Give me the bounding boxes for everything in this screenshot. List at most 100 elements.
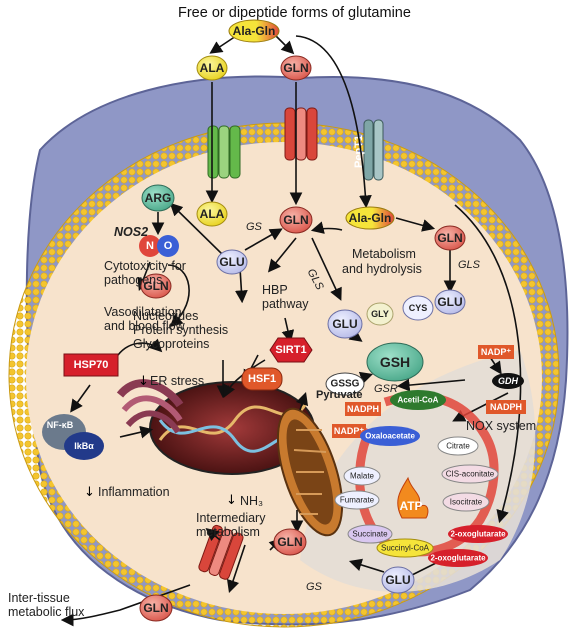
nucleotides-line-2: Protein synthesis <box>133 323 228 337</box>
svg-text:IkBα: IkBα <box>74 441 94 451</box>
tca-isocitrate: Isocitrate <box>442 492 490 512</box>
gly-node: GLY <box>366 302 394 326</box>
sirt1-node: SIRT1 <box>269 337 313 363</box>
svg-text:Isocitrate: Isocitrate <box>450 498 483 507</box>
cys-node: CYS <box>402 295 434 321</box>
svg-text:GLN: GLN <box>143 279 168 293</box>
tca-cycle: Acetil-CoA Oxaloacetate Citrate Malate C… <box>334 390 508 567</box>
svg-text:GLN: GLN <box>143 601 168 615</box>
svg-text:GLY: GLY <box>371 309 389 319</box>
svg-text:CIS-aconitate: CIS-aconitate <box>446 470 495 479</box>
nos2-label: NOS2 <box>114 225 148 239</box>
cytotoxicity-label: Cytotoxicity for pathogens <box>104 259 189 287</box>
glu-gsh-node: GLU <box>327 309 363 339</box>
svg-text:ALA: ALA <box>200 61 225 75</box>
svg-text:Succinate: Succinate <box>352 530 388 539</box>
metabolism-label: Metabolism and hydrolysis <box>342 247 422 276</box>
gsr-label: GSR <box>374 383 398 395</box>
nh3-down-arrow: ↓ <box>226 493 237 508</box>
svg-text:GSSG: GSSG <box>331 379 360 390</box>
intermediary-line-1: Intermediary <box>196 511 266 525</box>
tca-2-oxoglutarate-1: 2-oxoglutarate <box>448 525 508 543</box>
er-stress-down-arrow: ↓ <box>138 374 149 389</box>
gs-bottom-label: GS <box>306 581 323 593</box>
svg-text:NADP⁺: NADP⁺ <box>481 347 512 357</box>
inter-tissue-line-1: Inter-tissue <box>8 591 70 605</box>
hbp-line-2: pathway <box>262 297 309 311</box>
tca-malate: Malate <box>343 466 381 486</box>
gssg-node: GSSG <box>325 372 365 396</box>
svg-text:NADPH: NADPH <box>347 404 379 414</box>
tca-succinate: Succinate <box>347 524 393 544</box>
ala-top-node: ALA <box>196 55 228 81</box>
hbp-label: HBP pathway <box>262 283 309 311</box>
ala-inner-node: ALA <box>196 201 228 227</box>
hsf1-node: HSF1 <box>241 367 283 391</box>
gln-center-node: GLN <box>279 206 313 234</box>
inter-tissue-label: Inter-tissue metabolic flux <box>8 591 85 619</box>
mitochondrion <box>276 407 344 537</box>
svg-text:SIRT1: SIRT1 <box>275 344 306 356</box>
ala-gln-top-node: Ala-Gln <box>228 19 280 43</box>
tca-citrate: Citrate <box>437 436 479 456</box>
glu-right-node: GLU <box>434 289 466 315</box>
glu-bottom-node: GLU <box>381 566 415 594</box>
cytotoxicity-line-2: pathogens <box>104 273 162 287</box>
svg-text:HSF1: HSF1 <box>248 373 276 385</box>
svg-text:ATP: ATP <box>399 499 422 513</box>
nox-label: NOX system <box>466 419 536 433</box>
gdh-node: GDH <box>492 373 524 389</box>
svg-text:NADP⁺: NADP⁺ <box>334 426 365 436</box>
atp-flame-icon: ATP <box>397 476 429 519</box>
svg-text:GLN: GLN <box>437 231 462 245</box>
svg-text:ARG: ARG <box>145 191 172 205</box>
svg-text:GLN: GLN <box>283 61 308 75</box>
nadph-right-node: NADPH <box>486 400 526 414</box>
gln-outside-node: GLN <box>139 594 173 622</box>
hbp-line-1: HBP <box>262 283 287 297</box>
svg-text:Citrate: Citrate <box>446 442 470 451</box>
er-stress-label: ER stress <box>150 374 204 388</box>
gln-right-node: GLN <box>434 225 466 251</box>
ala-gln-inner-node: Ala-Gln <box>345 206 395 230</box>
intermediary-label: Intermediary metabolism <box>196 511 269 539</box>
gsh-node: GSH <box>366 342 424 382</box>
svg-text:ALA: ALA <box>200 207 225 221</box>
svg-text:Acetil-CoA: Acetil-CoA <box>398 396 439 405</box>
tca-succinyl-coa: Succinyl-CoA <box>376 538 434 558</box>
glu-left-node: GLU <box>216 249 248 275</box>
svg-text:GDH: GDH <box>498 376 519 386</box>
svg-text:O: O <box>164 240 173 252</box>
tca-cycle-ring <box>355 391 499 557</box>
cytotoxicity-line-1: Cytotoxicity for <box>104 259 186 273</box>
nadp-right-node: NADP⁺ <box>478 345 514 359</box>
inflammation-down-arrow: ↓ <box>84 485 95 500</box>
ala-transporter <box>207 125 241 179</box>
svg-text:Fumarate: Fumarate <box>340 496 375 505</box>
hsp70-node: HSP70 <box>63 353 119 377</box>
svg-text:Oxaloacetate: Oxaloacetate <box>365 432 415 441</box>
gs-top-label: GS <box>246 221 263 233</box>
svg-text:GLN: GLN <box>283 213 308 227</box>
svg-text:CYS: CYS <box>409 303 428 313</box>
svg-text:2-oxoglutarate: 2-oxoglutarate <box>430 554 486 563</box>
inflammation-label: Inflammation <box>98 485 170 499</box>
inter-tissue-line-2: metabolic flux <box>8 605 85 619</box>
gln-transporter <box>284 107 318 161</box>
nfkb-ikba-node: NF-κB IkBα <box>42 414 104 460</box>
vasodilatation-line-2: and blood flow <box>104 319 186 333</box>
vasodilatation-line-1: Vasodilatation <box>104 305 182 319</box>
endoplasmic-reticulum <box>116 379 184 434</box>
svg-text:GLU: GLU <box>437 295 462 309</box>
tca-fumarate: Fumarate <box>334 490 380 510</box>
tca-2-oxoglutarate-2: 2-oxoglutarate <box>428 549 488 567</box>
nucleotides-label: Nucleotides Protein synthesis Glycoprote… <box>133 309 232 351</box>
metabolism-line-1: Metabolism <box>352 247 416 261</box>
svg-text:GLU: GLU <box>219 255 244 269</box>
svg-text:NADPH: NADPH <box>490 402 522 412</box>
no-node: N O <box>139 235 179 257</box>
metabolism-line-2: and hydrolysis <box>342 262 422 276</box>
svg-text:NF-κB: NF-κB <box>47 420 74 430</box>
gln-bottom-node: GLN <box>273 528 307 556</box>
nucleotides-line-1: Nucleotides <box>133 309 198 323</box>
